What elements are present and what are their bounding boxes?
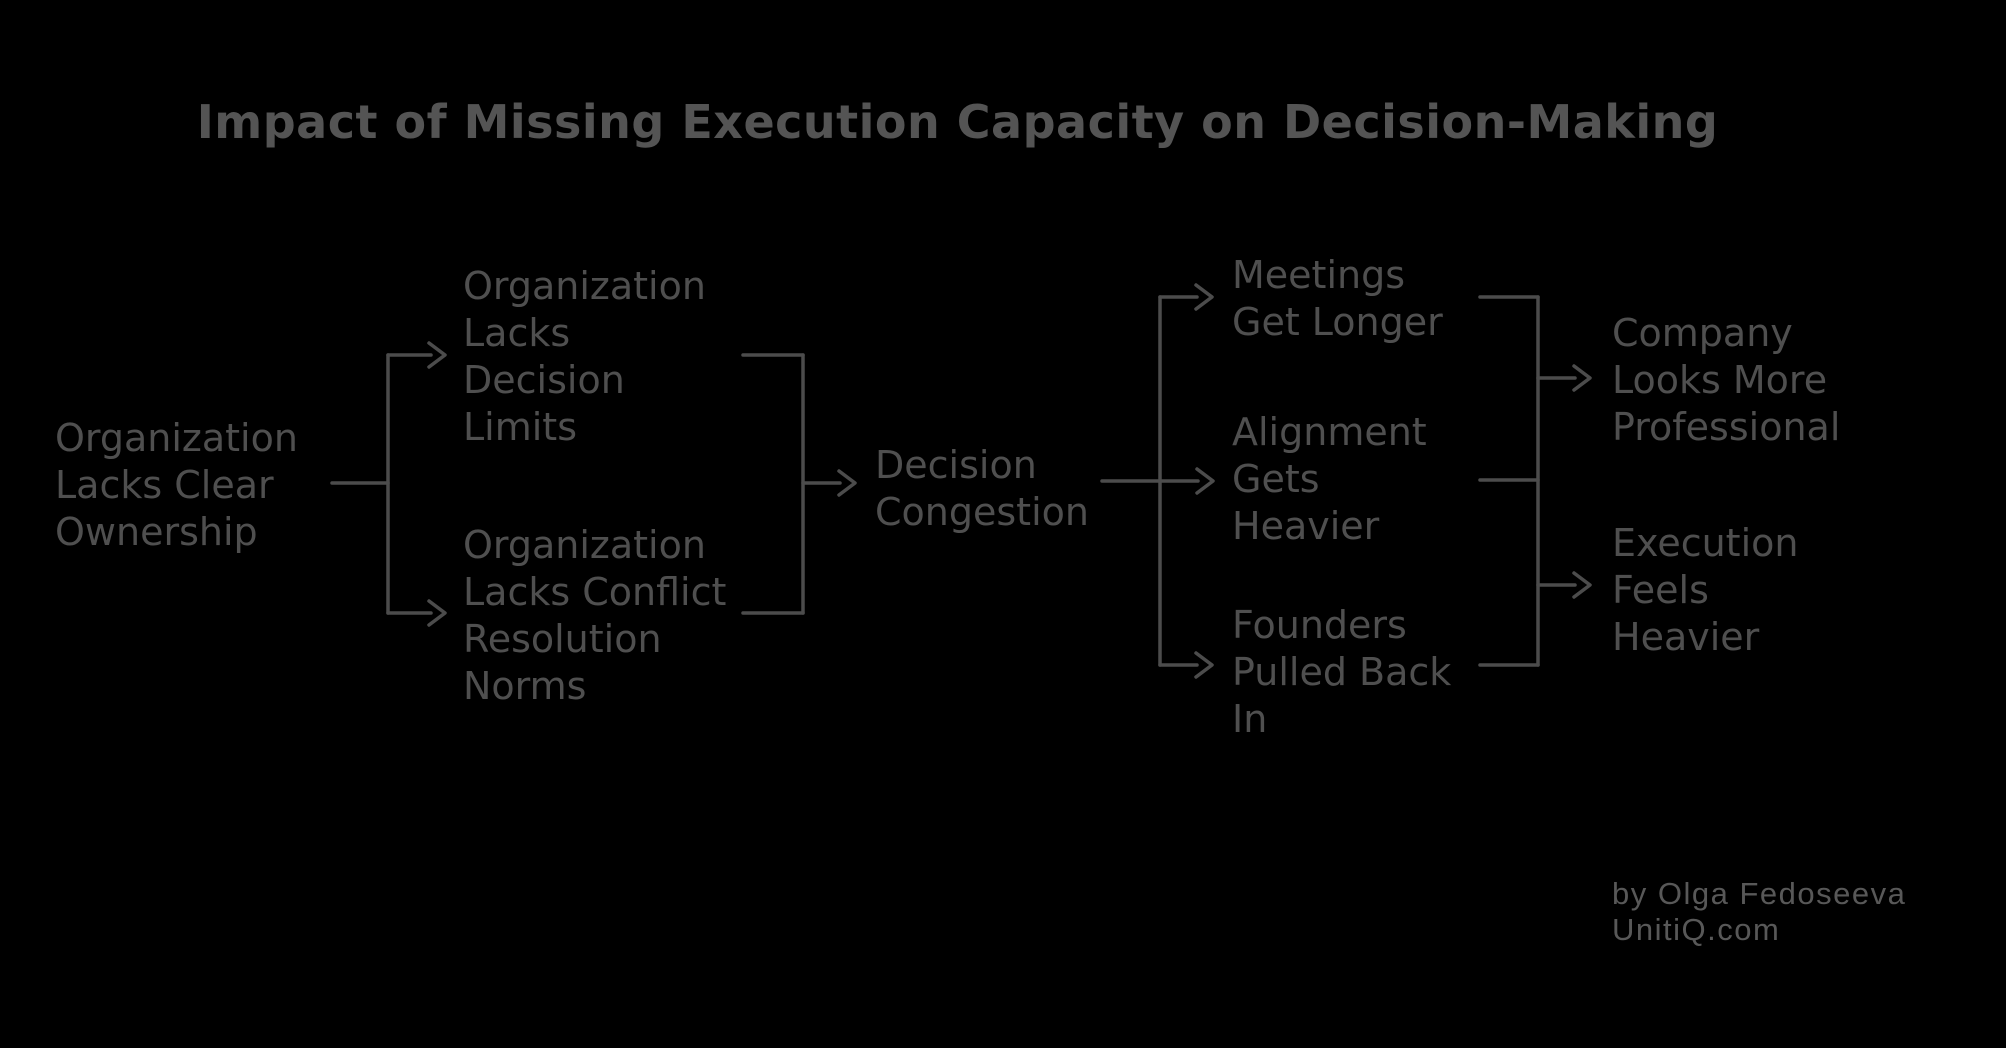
attribution-website: UnitiQ.com <box>1612 912 1781 947</box>
attribution-byline: by Olga Fedoseeva <box>1612 876 1907 911</box>
node-execution-feels-heavier: Execution Feels Heavier <box>1612 521 1799 659</box>
node-meetings-get-longer: Meetings Get Longer <box>1232 253 1443 344</box>
node-organization-lacks-clear-ownership: Organization Lacks Clear Ownership <box>55 416 298 554</box>
edge-merge-to-congestion <box>741 353 857 615</box>
arrowhead-icon <box>427 599 447 627</box>
edge-congestion-branch <box>1100 283 1215 679</box>
node-organization-lacks-decision-limits: Organization Lacks Decision Limits <box>463 264 706 449</box>
edge-ownership-branch <box>330 341 447 627</box>
node-decision-congestion: Decision Congestion <box>875 443 1089 534</box>
node-organization-lacks-conflict-resolution-norms: Organization Lacks Conflict Resolution N… <box>463 523 727 708</box>
arrowhead-icon <box>1572 364 1592 392</box>
arrowhead-icon <box>1195 467 1215 495</box>
arrowhead-icon <box>427 341 447 369</box>
diagram-title: Impact of Missing Execution Capacity on … <box>196 95 1719 149</box>
node-founders-pulled-back-in: Founders Pulled Back In <box>1232 603 1452 741</box>
arrowhead-icon <box>1194 283 1214 311</box>
arrowhead-icon <box>1194 651 1214 679</box>
node-company-looks-more-professional: Company Looks More Professional <box>1612 311 1841 449</box>
edge-outcomes-merge <box>1478 295 1592 667</box>
arrowhead-icon <box>837 469 857 497</box>
attribution: by Olga Fedoseeva UnitiQ.com <box>1612 876 1906 948</box>
arrowhead-icon <box>1572 571 1592 599</box>
node-alignment-gets-heavier: Alignment Gets Heavier <box>1232 410 1427 548</box>
